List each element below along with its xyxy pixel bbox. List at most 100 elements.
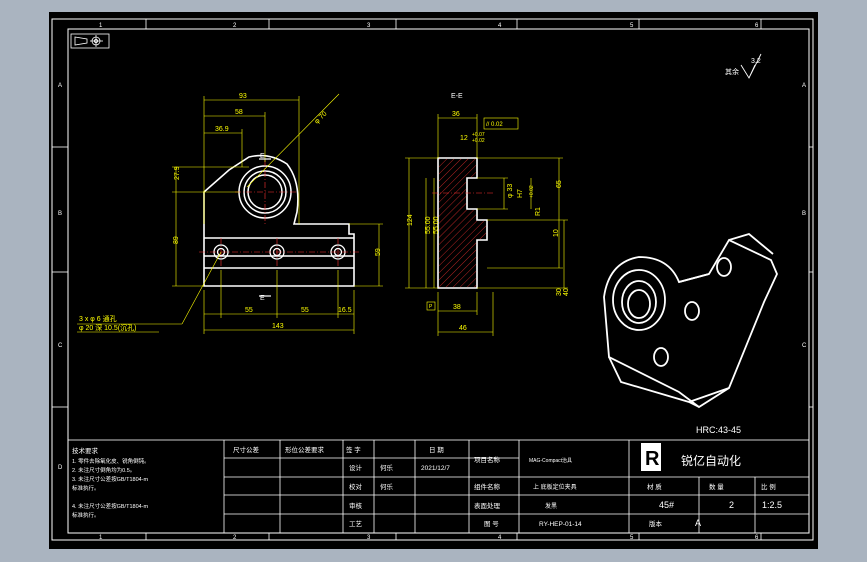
tol-upper: +0.07 [472, 132, 485, 138]
process-label: 工艺 [349, 520, 363, 528]
zone-ticks [52, 19, 813, 540]
section-view: E-E 36 +0.07 +0.02 12 // 0.02 65 124 55.… [405, 93, 570, 336]
dim-55-left: 55 [245, 307, 253, 314]
zone-row-label: C [802, 343, 807, 349]
section-cut-lines [259, 158, 271, 297]
dim-65: 65 [556, 180, 563, 188]
zone-col-label: 2 [233, 535, 237, 541]
dim-12: 12 [460, 135, 468, 142]
flatness-callout: // 0.02 [486, 122, 503, 128]
qty-value: 2 [729, 500, 734, 510]
dim-55-upper: 55.00 [425, 216, 432, 234]
title-block: 技术要求 1. 零件去除氧化皮、锐角倒钝。 2. 未注尺寸倒角均为0.5。 3.… [67, 439, 810, 534]
title-block-grid [67, 439, 810, 534]
surface-value: 发黑 [545, 502, 557, 510]
front-view: 93 58 36.9 φ 70 27.9 89 59 55 55 16.5 14… [77, 93, 383, 334]
zone-col-label: 6 [755, 535, 759, 541]
tech-note: 标准执行。 [72, 484, 100, 492]
front-centerlines [199, 160, 359, 268]
hdr-date: 日 期 [429, 446, 444, 454]
dim-30: 30 [556, 288, 563, 296]
section-title: E-E [451, 93, 463, 100]
tech-note: 2. 未注尺寸倒角均为0.5。 [72, 466, 135, 474]
front-dim-lines [77, 93, 383, 334]
dim-46: 46 [459, 325, 467, 332]
tech-note: 3. 未注尺寸公差按GB/T1804-m [72, 475, 149, 483]
surface-finish-symbol: 其余 3.2 [725, 53, 762, 79]
radius-r1: R1 [535, 207, 542, 216]
datum-label: P [429, 304, 433, 310]
version-value: A [695, 518, 701, 528]
zone-col-label: 3 [367, 23, 371, 29]
dim-dia-33: φ 33 [507, 184, 514, 198]
scale-label: 比 例 [761, 482, 776, 491]
zone-col-label: 1 [99, 535, 103, 541]
projection-symbol-icon [70, 33, 110, 49]
cad-viewport[interactable]: 1 2 3 4 5 6 1 2 3 4 5 6 A B C D A B C 其余… [49, 12, 818, 549]
check-label: 校对 [349, 482, 363, 491]
zone-row-label: D [58, 465, 63, 471]
dim-36-9: 36.9 [215, 126, 229, 133]
tol-box-value: +0.02 [529, 185, 535, 198]
tech-note: 1. 零件去除氧化皮、锐角倒钝。 [72, 457, 150, 465]
audit-label: 审核 [349, 501, 363, 510]
dim-55-lower: 55.00 [433, 216, 440, 234]
company-name: 锐亿自动化 [681, 453, 741, 468]
project-value: MAG-Compact治具 [529, 457, 572, 464]
section-dim-lines [405, 114, 568, 336]
dim-38: 38 [453, 304, 461, 311]
material-value: 45# [659, 500, 674, 510]
front-dim-text: 93 58 36.9 φ 70 27.9 89 59 55 55 16.5 14… [79, 93, 382, 332]
surface-finish-prefix: 其余 [725, 67, 739, 76]
outer-border [51, 18, 814, 541]
dim-59: 59 [375, 248, 382, 256]
dim-89: 89 [173, 236, 180, 244]
datum-frame [426, 301, 436, 311]
version-label: 版本 [649, 519, 663, 528]
hole-callout-1: 3 x φ 6 通孔 [79, 314, 117, 323]
dim-58: 58 [235, 109, 243, 116]
scale-value: 1:2.5 [762, 500, 782, 510]
design-date: 2021/12/7 [421, 465, 450, 472]
section-hatch [439, 159, 486, 287]
material-label: 材 质 [647, 482, 662, 491]
zone-col-label: 2 [233, 23, 237, 29]
dim-dia-70: φ 70 [313, 110, 328, 125]
isometric-view [603, 232, 778, 409]
drawing-no: RY-HEP-01-14 [539, 521, 582, 528]
tol-lower: +0.02 [472, 138, 485, 144]
tech-note: 4. 未注尺寸公差按GB/T1804-m [72, 502, 149, 510]
dim-143: 143 [272, 323, 284, 330]
zone-row-label: A [802, 83, 806, 89]
part-name-value: 上 底板定位夹具 [533, 483, 577, 491]
surface-finish-value: 3.2 [751, 58, 761, 65]
zone-labels: 1 2 3 4 5 6 1 2 3 4 5 6 A B C D A B C [58, 23, 807, 541]
dim-10: 10 [553, 229, 560, 237]
designer-name: 何乐 [380, 463, 394, 472]
hdr-dim-tolerance: 尺寸公差 [233, 445, 260, 454]
zone-col-label: 4 [498, 535, 502, 541]
fit-h7: H7 [517, 189, 524, 198]
checker-name: 何乐 [380, 482, 394, 491]
qty-label: 数 量 [709, 482, 724, 491]
section-dim-text: E-E 36 +0.07 +0.02 12 // 0.02 65 124 55.… [407, 93, 570, 332]
tech-notes-title: 技术要求 [72, 446, 99, 455]
hdr-geo-tolerance: 形位公差要求 [285, 445, 325, 454]
flatness-frame [483, 117, 519, 130]
hardness-label: HRC:43-45 [696, 425, 741, 435]
dim-55-right: 55 [301, 307, 309, 314]
zone-col-label: 1 [99, 23, 103, 29]
zone-col-label: 6 [755, 23, 759, 29]
zone-row-label: B [802, 211, 806, 217]
company-logo [641, 443, 661, 471]
zone-col-label: 5 [630, 23, 634, 29]
project-label: 项目名称 [474, 455, 501, 464]
front-outline [203, 154, 355, 287]
roughness-icon [740, 53, 762, 79]
surface-label: 表面处理 [474, 501, 501, 510]
dim-124: 124 [407, 214, 414, 226]
zone-col-label: 3 [367, 535, 371, 541]
dim-40: 40 [563, 288, 570, 296]
drawing-sheet: 1 2 3 4 5 6 1 2 3 4 5 6 A B C D A B C 其余… [51, 18, 814, 541]
zone-row-label: A [58, 83, 62, 89]
